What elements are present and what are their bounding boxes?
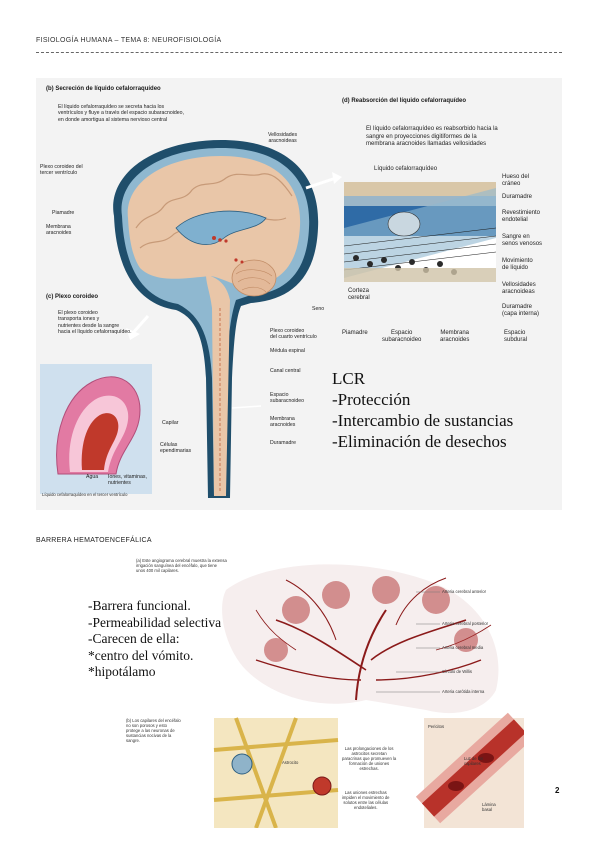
bbb-list: -Barrera funcional.-Permeabilidad select… <box>88 598 222 679</box>
label-duramadre-int: Duramadre(capa interna) <box>502 304 540 317</box>
panel-d-text: El líquido cefalorraquídeo es reabsorbid… <box>366 126 498 147</box>
page-header: FISIOLOGÍA HUMANA – TEMA 8: NEUROFISIOLO… <box>36 37 222 44</box>
artery-label-5: Arteria carótida interna <box>442 689 485 694</box>
label-duramadre: Duramadre <box>270 440 296 446</box>
panel-c-caption: Líquido cefalorraquídeo en el tercer ven… <box>42 492 128 497</box>
label-seno: Seno <box>312 306 325 312</box>
panel-d-title: (d) Reabsorción del líquido cefalorraquí… <box>342 98 467 104</box>
panel-a-text: (a) Este angiograma cerebral muestra la … <box>136 558 227 573</box>
label-canal: Canal central <box>270 368 301 374</box>
panel-c-title: (c) Plexo coroideo <box>46 294 99 300</box>
artery-label-4: Círculo de Willis <box>442 669 473 674</box>
section-title: BARRERA HEMATOENCEFÁLICA <box>36 537 152 544</box>
label-agua: Agua <box>86 474 99 480</box>
artery-label-2: Arteria cerebral posterior <box>442 621 489 626</box>
label-astrocito: Astrocito <box>282 760 299 765</box>
page-number: 2 <box>555 786 560 795</box>
label-iones: Iones, vitaminas,nutrientes <box>108 474 147 486</box>
csf-illustration <box>40 140 497 498</box>
bbb-figure: (a) Este angiograma cerebral muestra la … <box>36 550 524 828</box>
csf-figure: (b) Secreción de líquido cefalorraquídeo… <box>36 78 562 510</box>
label-pericitos: Pericitos <box>428 724 445 729</box>
label-d-duramadre: Duramadre <box>502 194 533 200</box>
label-d-piamadre: Piamadre <box>342 330 368 336</box>
header-divider <box>36 52 562 53</box>
label-medula: Médula espinal <box>270 348 305 354</box>
artery-label-3: Arteria cerebral media <box>442 645 484 650</box>
lcr-notes: LCR-Protección-Intercambio de sustancias… <box>332 369 514 451</box>
label-capilar: Capilar <box>162 420 179 426</box>
label-liquido: Líquido cefalorraquídeo <box>374 166 438 172</box>
panel-b-text: El líquido cefalorraquídeo se secreta ha… <box>58 104 185 123</box>
label-piamadre: Piamadre <box>52 210 75 216</box>
artery-label-1: Arteria cerebral anterior <box>442 589 486 594</box>
bbb-illustration <box>213 564 524 828</box>
panel-b-title: (b) Secreción de líquido cefalorraquídeo <box>46 86 161 92</box>
